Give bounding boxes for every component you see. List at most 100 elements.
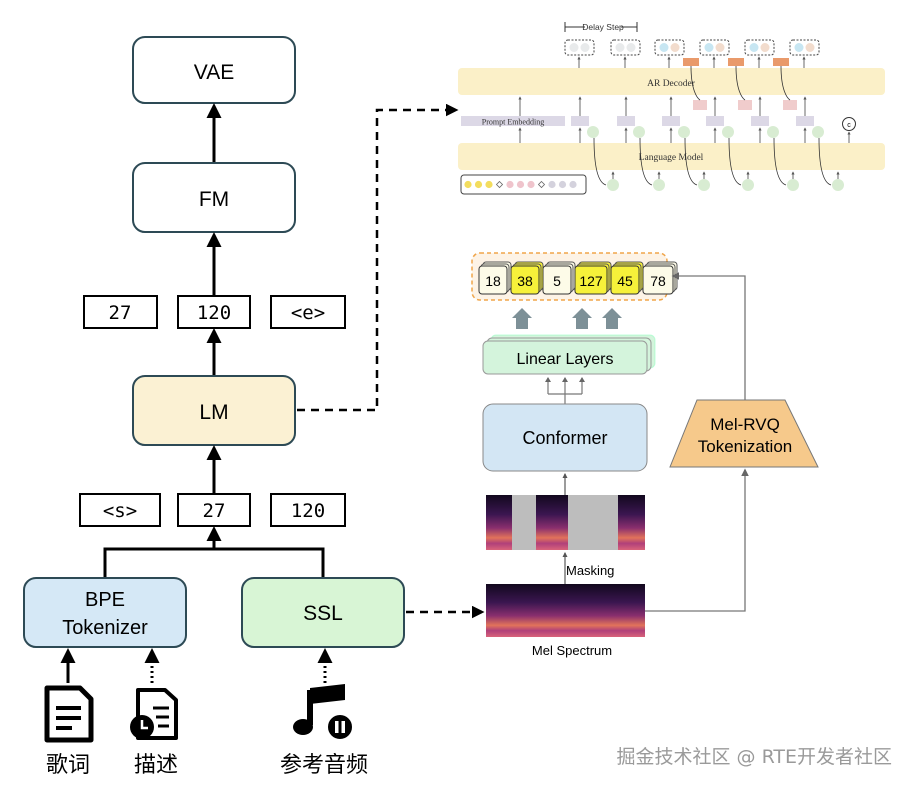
sequence-token: [464, 180, 472, 189]
lm-output-circle: [678, 126, 690, 138]
reference-audio-label: 参考音频: [280, 753, 368, 778]
token-value: 127: [579, 273, 603, 289]
sequence-token: [506, 180, 514, 189]
token-cell: 5: [542, 261, 576, 295]
token-value: 38: [517, 273, 533, 289]
ssl-box: SSL: [241, 577, 405, 648]
fm-label: FM: [199, 188, 229, 211]
embedding-token: [617, 116, 635, 126]
delay-step-label: Delay Step: [582, 22, 624, 32]
token-cell: 78: [642, 261, 678, 295]
embedding-token: [796, 116, 814, 126]
mel-spectrogram: [486, 584, 645, 637]
linear-layers-box: Linear Layers: [482, 334, 656, 375]
input-tokens: <s> 27 120: [79, 493, 346, 527]
language-model-label: Language Model: [639, 153, 704, 163]
sequence-token: [516, 180, 525, 189]
token-row: 18 38 5 127 45 78: [478, 261, 678, 295]
decoder-output-box: [789, 39, 820, 68]
decoder-output-box: [610, 39, 641, 68]
token-cell: 38: [510, 261, 544, 295]
watermark: 掘金技术社区 @ RTE开发者社区: [616, 746, 892, 768]
mel-rvq-label-line1: Mel-RVQ: [710, 415, 780, 434]
embedding-token: [571, 116, 589, 126]
sequence-token: [485, 180, 493, 189]
lm-input-circle: [832, 179, 844, 191]
language-model-band: [458, 143, 885, 170]
dashed-arrow-lm-decoder: [297, 103, 459, 412]
token-cell: 127: [574, 261, 612, 295]
delay-token: [693, 100, 707, 110]
document-clock-icon: [130, 688, 178, 740]
end-token-label: c: [847, 122, 851, 129]
lm-input-circle: [742, 179, 754, 191]
output-tokens: 27 120 <e>: [83, 295, 346, 329]
mel-rvq-tokenization-box: Mel-RVQ Tokenization: [669, 399, 819, 468]
embedding-token: [751, 116, 769, 126]
feedback-link: [593, 137, 607, 186]
linear-layers-label: Linear Layers: [517, 351, 614, 368]
arrow-mel-rvq: [645, 468, 749, 612]
sequence-token: [558, 180, 567, 189]
bpe-label-line1: BPE: [85, 589, 125, 611]
fanout-connector: [547, 378, 583, 404]
lyrics-label: 歌词: [46, 753, 90, 778]
delay-link: [690, 65, 701, 101]
decoder-output-token: [728, 58, 744, 66]
output-token: 120: [197, 302, 231, 324]
music-note-icon: [293, 684, 354, 741]
masked-spectrogram: [486, 495, 645, 550]
decoder-output-box: [654, 39, 685, 68]
token-value: 5: [553, 273, 561, 289]
lm-output-circle: [633, 126, 645, 138]
token-value: 18: [485, 273, 501, 289]
output-token: <e>: [291, 302, 325, 324]
mel-spectrum-label: Mel Spectrum: [532, 643, 612, 658]
decoder-output-box: [564, 39, 595, 68]
input-token: 27: [203, 500, 226, 522]
merge-connector: [103, 547, 325, 578]
lm-input-circle: [607, 179, 619, 191]
input-token: <s>: [103, 500, 137, 522]
decoder-figure: Delay Step AR Decoder Prompt Embedding L…: [458, 21, 885, 195]
sequence-token: [569, 180, 577, 189]
delay-link: [780, 65, 791, 101]
fanout-arrowheads: [545, 377, 585, 382]
lm-label: LM: [199, 401, 228, 424]
lm-input-circle: [698, 179, 710, 191]
prompt-embedding-box: [461, 116, 565, 126]
bpe-label-line2: Tokenizer: [62, 617, 148, 639]
input-token: 120: [291, 500, 325, 522]
lm-input-circle: [653, 179, 665, 191]
end-token-circle: [842, 117, 856, 131]
embedding-token: [706, 116, 724, 126]
decoder-output-box: [699, 39, 730, 68]
separator-token: [495, 180, 504, 189]
decoder-output-token: [683, 58, 699, 66]
document-icon: [44, 685, 94, 743]
sequence-token: [527, 180, 535, 189]
feedback-link: [728, 137, 742, 186]
token-cell: 18: [478, 261, 512, 295]
lm-output-circle: [767, 126, 779, 138]
delay-token: [783, 100, 797, 110]
arrow-rvq-tokens: [671, 272, 746, 400]
ar-decoder-band: [458, 68, 885, 95]
token-value: 45: [617, 273, 633, 289]
lm-output-circle: [587, 126, 599, 138]
description-label: 描述: [134, 753, 178, 778]
feedback-link: [639, 137, 653, 186]
lm-output-circle: [722, 126, 734, 138]
token-value: 78: [650, 273, 666, 289]
embedding-token: [662, 116, 680, 126]
token-cell: 45: [610, 261, 644, 295]
decoder-output-token: [773, 58, 789, 66]
conformer-box: Conformer: [482, 403, 648, 472]
ssl-label: SSL: [303, 602, 343, 625]
lm-output-circle: [812, 126, 824, 138]
mel-rvq-label-line2: Tokenization: [698, 437, 793, 456]
delay-link: [735, 65, 746, 101]
feedback-link: [773, 137, 787, 186]
separator-token: [537, 180, 546, 189]
feedback-link: [818, 137, 832, 186]
